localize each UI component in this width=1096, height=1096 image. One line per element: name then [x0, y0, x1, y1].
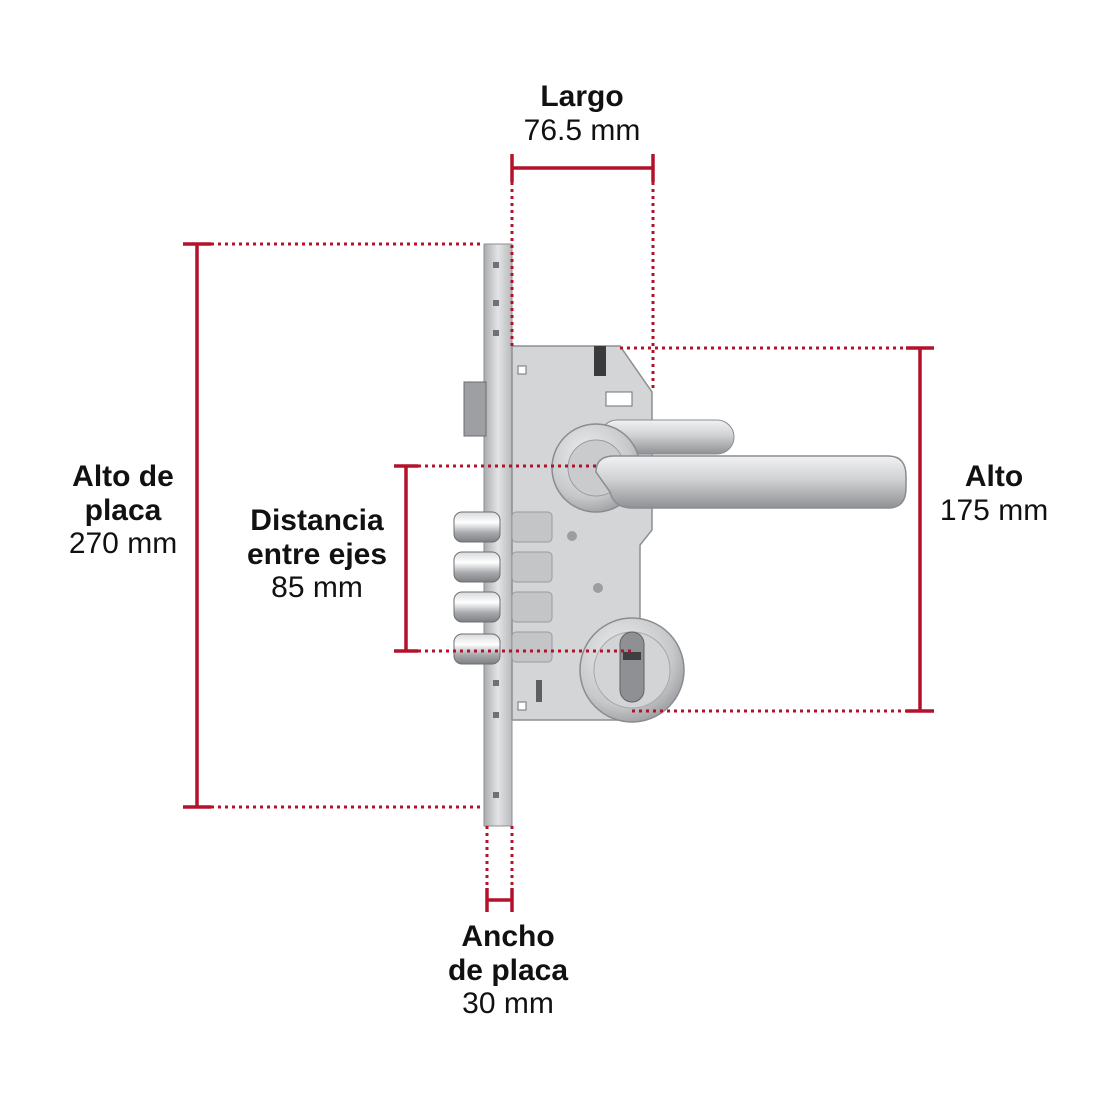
dimension-lines [183, 154, 934, 912]
label-ancho-de-placa: Ancho de placa 30 mm [408, 920, 608, 1021]
alto-title: Alto [964, 460, 1024, 493]
cylinder-rosette-icon [579, 617, 685, 723]
label-largo: Largo 76.5 mm [482, 80, 682, 147]
alto-placa-title-line1: Alto de [72, 460, 174, 493]
label-alto-de-placa: Alto de placa 270 mm [30, 460, 216, 561]
label-distancia-entre-ejes: Distancia entre ejes 85 mm [224, 504, 410, 605]
alto-placa-title-line2: placa [84, 493, 162, 527]
largo-title: Largo [540, 80, 624, 113]
label-alto: Alto 175 mm [914, 460, 1074, 527]
deadbolt-icon [453, 511, 501, 665]
ancho-placa-title-line2: de placa [447, 953, 569, 987]
largo-value: 76.5 mm [523, 113, 641, 147]
ancho-placa-value: 30 mm [462, 987, 554, 1021]
alto-placa-value: 270 mm [68, 527, 178, 561]
alto-value: 175 mm [939, 493, 1049, 527]
ancho-placa-title-line1: Ancho [461, 920, 555, 953]
lever-handle-icon [551, 419, 907, 513]
distancia-title-line1: Distancia [250, 504, 384, 537]
distancia-value: 85 mm [271, 571, 363, 605]
distancia-title-line2: entre ejes [246, 537, 388, 571]
